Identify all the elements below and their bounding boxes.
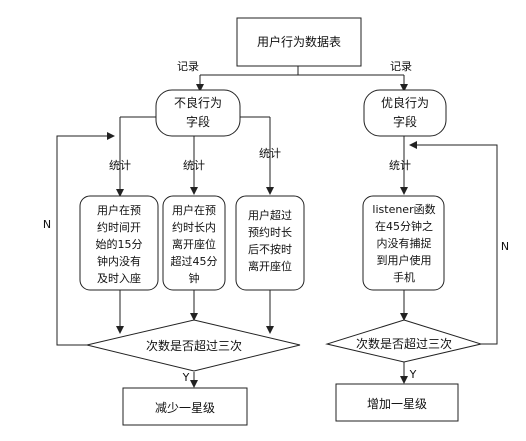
- condition-1-line5: 及时入座: [97, 271, 141, 285]
- condition-3-line1: 用户超过: [248, 208, 292, 222]
- label-yes-right: Y: [409, 368, 417, 381]
- condition-1-line2: 约时间开: [97, 221, 141, 234]
- condition-2-line1: 用户在预: [172, 203, 216, 217]
- node-top-table-label: 用户行为数据表: [257, 34, 341, 49]
- condition-2-line3: 离开座位: [172, 237, 216, 251]
- node-result-left: 减少一星级: [122, 387, 248, 426]
- listener-line5: 手机: [393, 270, 415, 284]
- node-condition-3: 用户超过 预约时长 后不按时 离开座位: [235, 195, 305, 291]
- left-no-loop: [56, 132, 115, 346]
- right-no-loop: [409, 141, 498, 345]
- decision-left-label: 次数是否超过三次: [146, 338, 242, 353]
- node-condition-2: 用户在预 约时长内 离开座位 超过45分 钟: [162, 195, 226, 291]
- label-yes-left: Y: [182, 371, 190, 384]
- condition-3-line2: 预约时长: [248, 226, 292, 239]
- label-stat-2: 统计: [183, 159, 205, 172]
- listener-line2: 在45分钟之: [375, 219, 433, 233]
- node-top-table: 用户行为数据表: [236, 17, 362, 67]
- label-no-left: N: [43, 218, 51, 231]
- label-record-left: 记录: [177, 60, 199, 73]
- label-stat-1: 统计: [109, 159, 131, 172]
- condition-2-line2: 约时长内: [172, 220, 216, 234]
- condition-2-line5: 钟: [189, 271, 200, 285]
- node-good-field-line1: 优良行为: [381, 95, 429, 110]
- node-decision-left: 次数是否超过三次: [86, 319, 301, 372]
- node-good-field: 优良行为 字段: [363, 89, 447, 137]
- node-good-field-line2: 字段: [393, 114, 417, 129]
- node-result-right: 增加一星级: [335, 383, 459, 422]
- result-left-label: 减少一星级: [155, 401, 215, 415]
- result-right-label: 增加一星级: [367, 397, 427, 411]
- label-record-right: 记录: [390, 60, 412, 73]
- condition-1-line1: 用户在预: [97, 203, 141, 217]
- node-condition-1: 用户在预 约时间开 始的15分 钟内没有 及时入座: [79, 195, 159, 291]
- label-stat-3: 统计: [259, 147, 281, 160]
- node-bad-field-line1: 不良行为: [174, 95, 222, 110]
- condition-2-line4: 超过45分: [171, 254, 218, 268]
- node-listener: listener函数 在45分钟之 内没有捕捉 到用户使用 手机: [362, 195, 445, 291]
- decision-right-label: 次数是否超过三次: [356, 336, 452, 351]
- listener-line4: 到用户使用: [377, 253, 432, 267]
- node-bad-field-line2: 字段: [186, 114, 210, 129]
- edge-labels: 记录 记录 统计 统计 统计 统计 N N Y Y: [43, 60, 509, 384]
- condition-3-line3: 后不按时: [248, 242, 292, 256]
- label-no-right: N: [501, 240, 509, 253]
- listener-line3: 内没有捕捉: [377, 236, 432, 250]
- node-bad-field: 不良行为 字段: [155, 89, 241, 137]
- node-decision-right: 次数是否超过三次: [325, 319, 483, 363]
- condition-1-line4: 钟内没有: [97, 254, 141, 268]
- condition-1-line3: 始的15分: [96, 237, 143, 251]
- listener-line1: listener函数: [372, 203, 435, 216]
- condition-3-line4: 离开座位: [248, 259, 292, 273]
- label-stat-right: 统计: [389, 159, 411, 172]
- connectors: [56, 66, 498, 388]
